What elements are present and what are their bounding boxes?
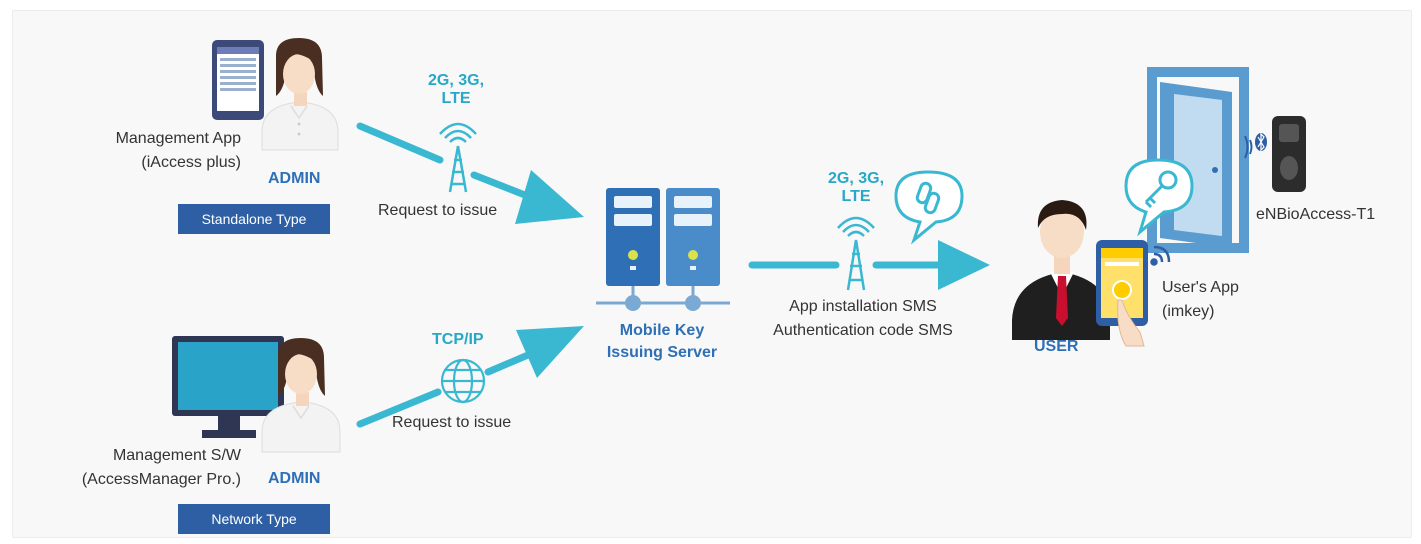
network-label-middle: 2G, 3G, LTE (827, 170, 885, 205)
admin-bottom-monitor-icon (172, 336, 284, 438)
admin-bottom-app-name: Management S/W (112, 447, 241, 464)
globe-icon (440, 358, 486, 404)
server-label-line1: Mobile Key (619, 322, 705, 339)
admin-top-app-name: Management App (115, 130, 241, 147)
admin-top-tablet-icon (212, 40, 264, 120)
arrow-admin-top-to-server (356, 122, 584, 224)
admin-bottom-person-icon (261, 338, 341, 453)
network-label-bottom: TCP/IP (432, 331, 484, 348)
admin-bottom-app-sub: (AccessManager Pro.) (81, 471, 241, 488)
admin-top-role: ADMIN (268, 170, 321, 187)
admin-top-app-sub: (iAccess plus) (141, 154, 241, 171)
request-label-bottom: Request to issue (392, 414, 512, 431)
link-speech-bubble-icon (894, 170, 964, 245)
standalone-type-badge: Standalone Type (178, 204, 330, 234)
cell-tower-icon-top (439, 122, 477, 193)
key-speech-bubble-icon (1124, 158, 1194, 237)
cell-tower-icon-middle (837, 216, 875, 291)
user-person-icon (1012, 200, 1110, 340)
network-label-top: 2G, 3G, LTE (427, 72, 485, 107)
arrow-server-to-user (748, 240, 990, 290)
server-icon (596, 188, 730, 311)
enbioaccess-device-icon (1272, 116, 1306, 192)
server-label-line2: Issuing Server (606, 344, 718, 361)
user-app-name: User's App (1162, 279, 1239, 296)
request-label-top: Request to issue (378, 202, 498, 219)
admin-bottom-role: ADMIN (268, 470, 321, 487)
user-app-sub: (imkey) (1162, 303, 1215, 320)
device-name: eNBioAccess-T1 (1256, 206, 1376, 223)
bluetooth-icon (1244, 132, 1267, 159)
sms-line1: App installation SMS (789, 298, 937, 315)
user-role: USER (1034, 338, 1079, 355)
network-type-badge: Network Type (178, 504, 330, 534)
sms-line2: Authentication code SMS (773, 322, 953, 339)
user-phone-icon (1096, 240, 1148, 347)
arrow-admin-bottom-to-server (356, 326, 584, 428)
admin-top-person-icon (261, 38, 339, 151)
nfc-signal-icon (1150, 245, 1171, 266)
